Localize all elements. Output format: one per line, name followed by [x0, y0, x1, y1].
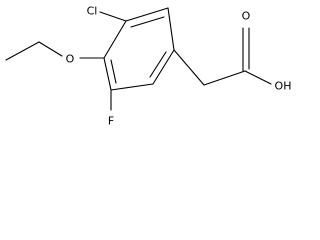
- ring-double-bond-c1-c2: [130, 16, 165, 28]
- bond-ring-ch2: [173, 49, 205, 86]
- bond-ethyl-ch2-ch3: [5, 41, 40, 61]
- ring-bond-c1-c2: [125, 7, 169, 22]
- ring-bond-c5-c6: [103, 57, 112, 91]
- ring-double-bond-c3-c4: [149, 51, 167, 78]
- molecule-diagram: Cl O F O OH: [5, 5, 292, 128]
- carbonyl-oxygen-label: O: [242, 10, 251, 23]
- ring-bond-c2-c3: [167, 7, 175, 51]
- structure-canvas: Cl O F O OH: [5, 4, 292, 128]
- ring-bond-c3-c4: [152, 49, 175, 85]
- bond-ch2-carboxyl-carbon: [203, 70, 246, 86]
- fluorine-label: F: [108, 115, 114, 128]
- benzene-ring: [103, 7, 175, 91]
- hydroxyl-label: OH: [275, 80, 292, 93]
- ring-bond-c4-c5: [110, 83, 154, 91]
- ether-oxygen-label: O: [66, 53, 75, 66]
- ring-double-bond-c5-c6: [110, 59, 117, 84]
- bond-ring-chlorine: [99, 11, 127, 22]
- bond-carboxyl-hydroxyl: [244, 70, 272, 85]
- bond-oxygen-ethyl-ch2: [38, 41, 63, 57]
- chlorine-label: Cl: [87, 5, 98, 18]
- ring-bond-c6-c1: [103, 20, 127, 59]
